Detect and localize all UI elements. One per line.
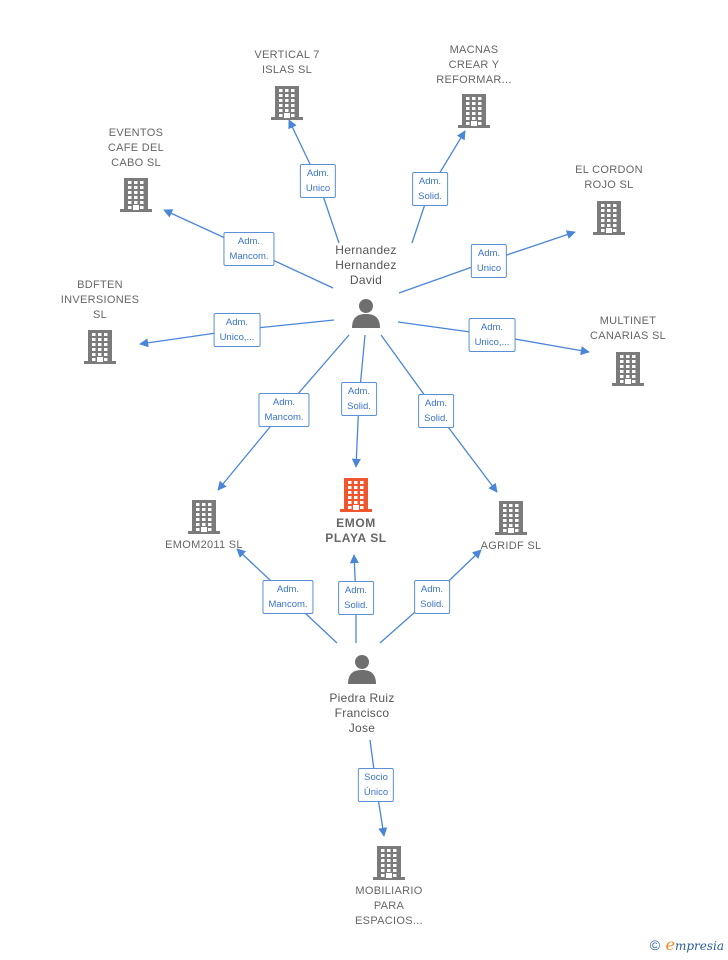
- building-icon: [458, 94, 490, 128]
- relation-label-hernandez-emom2011[interactable]: Adm. Mancom.: [258, 393, 310, 427]
- node-label: BDFTEN INVERSIONES SL: [60, 279, 140, 321]
- relation-label-piedra-emom2011[interactable]: Adm. Mancom.: [262, 580, 314, 614]
- copyright-symbol: ©: [649, 937, 661, 953]
- node-label: Hernandez Hernandez David: [335, 243, 397, 287]
- empresia-watermark: © empresia: [650, 935, 724, 954]
- node-emom2011[interactable]: EMOM2011 SL: [139, 498, 269, 551]
- node-label: Piedra Ruiz Francisco Jose: [329, 691, 395, 735]
- relation-label-hernandez-emomplaya[interactable]: Adm. Solid.: [341, 382, 377, 416]
- relation-label-hernandez-vertical7[interactable]: Adm. Unico: [299, 164, 337, 198]
- person-icon: [352, 299, 380, 328]
- node-label: MACNAS CREAR Y REFORMAR...: [436, 44, 512, 86]
- node-label: EL CORDON ROJO SL: [575, 164, 643, 191]
- building-icon: [593, 201, 625, 235]
- relation-label-hernandez-multinet[interactable]: Adm. Unico,...: [468, 318, 516, 352]
- building-icon: [612, 352, 644, 386]
- node-multinet[interactable]: MULTINET CANARIAS SL: [563, 314, 693, 386]
- relation-label-hernandez-bdften[interactable]: Adm. Unico,...: [213, 313, 261, 347]
- node-eventos[interactable]: EVENTOS CAFE DEL CABO SL: [71, 126, 201, 212]
- node-emomplaya[interactable]: EMOM PLAYA SL: [291, 476, 421, 545]
- relation-label-piedra-mobiliario[interactable]: Socio Único: [357, 768, 395, 802]
- node-mobiliario[interactable]: MOBILIARIO PARA ESPACIOS...: [324, 844, 454, 927]
- building-icon: [120, 178, 152, 212]
- relation-label-hernandez-macnas[interactable]: Adm. Solid.: [412, 172, 448, 206]
- building-icon: [84, 330, 116, 364]
- node-label: AGRIDF SL: [480, 540, 542, 552]
- node-agridf[interactable]: AGRIDF SL: [446, 499, 576, 552]
- building-icon: [188, 500, 220, 534]
- relation-label-piedra-emomplaya[interactable]: Adm. Solid.: [338, 581, 374, 615]
- node-macnas[interactable]: MACNAS CREAR Y REFORMAR...: [409, 43, 539, 128]
- node-label: VERTICAL 7 ISLAS SL: [254, 49, 320, 76]
- person-icon: [348, 655, 376, 684]
- node-label: MOBILIARIO PARA ESPACIOS...: [355, 885, 423, 927]
- building-icon: [271, 86, 303, 120]
- building-icon: [373, 846, 405, 880]
- node-hernandez[interactable]: Hernandez Hernandez David: [301, 243, 431, 328]
- relation-label-hernandez-elcordon[interactable]: Adm. Unico: [470, 244, 508, 278]
- relation-label-hernandez-agridf[interactable]: Adm. Solid.: [418, 394, 454, 428]
- relation-label-piedra-agridf[interactable]: Adm. Solid.: [414, 580, 450, 614]
- node-label: EMOM2011 SL: [165, 539, 243, 551]
- node-vertical7[interactable]: VERTICAL 7 ISLAS SL: [222, 48, 352, 120]
- building-icon: [495, 501, 527, 535]
- building-icon: [340, 478, 372, 512]
- relation-label-hernandez-eventos[interactable]: Adm. Mancom.: [223, 232, 275, 266]
- node-bdften[interactable]: BDFTEN INVERSIONES SL: [35, 278, 165, 364]
- empresia-logo: empresia: [665, 935, 724, 954]
- node-label: EVENTOS CAFE DEL CABO SL: [107, 127, 165, 169]
- node-piedra[interactable]: Piedra Ruiz Francisco Jose: [297, 654, 427, 735]
- node-elcordon[interactable]: EL CORDON ROJO SL: [544, 163, 674, 235]
- node-label: MULTINET CANARIAS SL: [589, 315, 667, 342]
- node-label: EMOM PLAYA SL: [325, 516, 387, 545]
